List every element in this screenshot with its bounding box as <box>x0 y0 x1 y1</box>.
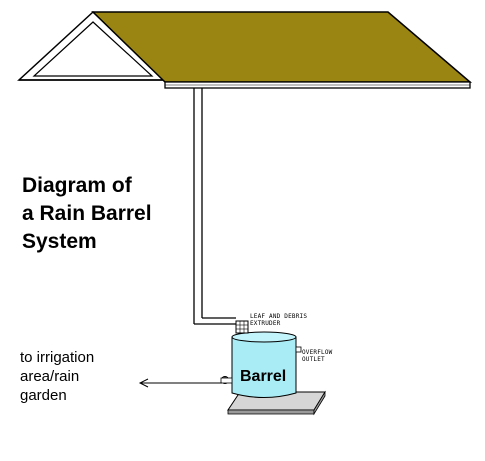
destination-line-1: to irrigation <box>20 349 95 366</box>
overflow-label-line1: OVERFLOW <box>302 349 333 356</box>
destination-line-3: garden <box>20 387 67 404</box>
overflow-outlet <box>295 346 302 353</box>
extruder-label-line2: EXTRUDER <box>250 320 281 327</box>
title-line-3: System <box>22 230 97 253</box>
barrel-label: Barrel <box>240 368 286 385</box>
destination-label: to irrigation area/rain garden <box>20 348 94 405</box>
gutter <box>164 81 471 89</box>
outflow-arrow <box>138 378 222 388</box>
extruder-label-line1: LEAF AND DEBRIS <box>250 313 307 320</box>
title-line-2: a Rain Barrel <box>22 202 152 225</box>
spigot-valve <box>220 376 233 384</box>
diagram-title: Diagram of a Rain Barrel System <box>22 172 152 256</box>
overflow-label-line2: OUTLET <box>302 356 325 363</box>
debris-extruder <box>235 320 249 334</box>
downspout <box>193 88 236 325</box>
barrel <box>231 331 297 398</box>
title-line-1: Diagram of <box>22 174 132 197</box>
destination-line-2: area/rain <box>20 368 80 385</box>
